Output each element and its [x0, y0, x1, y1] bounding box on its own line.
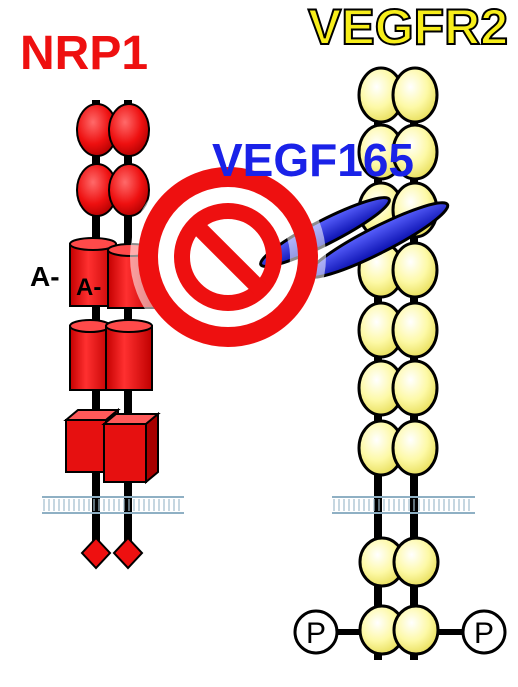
nrp1-cytoplasmic-tail: [80, 536, 112, 570]
cell-membrane-right: [332, 496, 475, 514]
phosphate-left-label: P: [306, 617, 326, 650]
vegfr2-ig-domain-6: [391, 359, 439, 417]
cell-membrane-left: [42, 496, 184, 514]
nrp1-mam-domain: [63, 407, 161, 485]
vegfr2-ig-domain-2: [391, 123, 439, 181]
phosphate-right-label: P: [474, 617, 494, 650]
vegfr2-ig-domain-4: [391, 241, 439, 299]
phosphate-right-icon: P: [461, 609, 507, 655]
vegfr2-receptor: [357, 66, 439, 660]
vegfr2-ig-domain-1: [391, 66, 439, 124]
vegfr2-ig-domain-7: [391, 419, 439, 477]
vegf165-label: VEGF165: [212, 134, 414, 186]
nrp1-a2-domain: [108, 163, 150, 217]
nrp1-cytoplasmic-tail: [112, 536, 144, 570]
phosphate-left-icon: P: [293, 609, 339, 655]
nrp1-label: NRP1: [20, 27, 149, 80]
vegfr2-kinase-domain: [338, 536, 462, 656]
nrp1-b2-domain: [69, 319, 153, 391]
a-domain-label: A-: [30, 261, 60, 292]
a-domain-label-secondary: A-: [76, 274, 102, 301]
nrp1-a1-domain: [108, 103, 150, 157]
vegfr2-ig-domain-5: [391, 301, 439, 359]
vegfr2-label: VEGFR2: [307, 0, 509, 55]
no-entry-icon: [130, 159, 326, 355]
